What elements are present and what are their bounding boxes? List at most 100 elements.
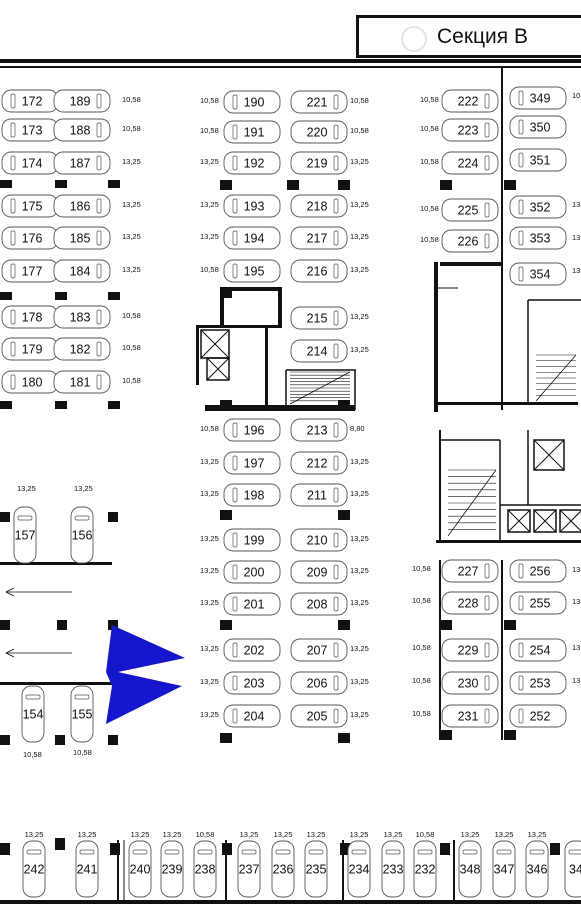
car-outline [525,840,549,898]
car-outline [509,115,567,139]
windshield [484,122,490,138]
parking-slot-175: 175 [1,194,59,218]
slot-number: 172 [22,95,43,109]
column [55,180,67,188]
parking-slot-214: 214 [290,339,348,363]
slot-area-label: 13,25 [350,489,369,498]
parking-slot-228: 228 [441,591,499,615]
windshield [308,849,324,855]
parking-slot-225: 225 [441,198,499,222]
slot-area-label: 13,25 [25,830,44,839]
car-outline [290,90,348,114]
parking-slot-230: 230 [441,671,499,695]
slot-number: 218 [307,200,328,214]
column [550,843,560,855]
slot-area-label: 13,25 [200,157,219,166]
slot-area-label: 10,58 [420,204,439,213]
bottom-wall [0,900,581,904]
column [108,620,118,630]
column [57,620,67,630]
car-outline [290,259,348,283]
elevator-icon [559,509,581,533]
car-outline [53,337,111,361]
slot-number: 184 [70,265,91,279]
parking-slot-195: 195 [223,259,281,283]
slot-area-label: 10,58 [122,124,141,133]
car-outline [509,559,567,583]
slot-number: 227 [458,565,479,579]
slot-number: 235 [306,863,327,877]
parking-slot-254: 254 [509,638,567,662]
windshield [232,487,238,503]
windshield [96,93,102,109]
parking-slot-176: 176 [1,226,59,250]
slot-number: 200 [244,566,265,580]
slot-number: 236 [273,863,294,877]
slot-area-label: 13,25 [495,830,514,839]
column [0,292,12,300]
column [108,512,118,522]
stairs-icon [535,354,577,402]
windshield [197,849,213,855]
slot-area-label: 10,58 [412,596,431,605]
column [220,620,232,630]
slot-number: 351 [530,154,551,168]
windshield [333,94,339,110]
parking-slot-352: 352 [509,195,567,219]
windshield [26,849,42,855]
area-labels-layer: 10,58 10,58 13,25 13,25 13,25 13,25 10,58 10,58… [17,91,581,839]
parking-slot-205: 205 [290,704,348,728]
elevator-icon [206,357,230,381]
parking-slot-172: 172 [1,89,59,113]
slot-area-label: 10,58 [122,343,141,352]
slot-number: 178 [22,311,43,325]
windshield [518,642,524,658]
slot-area-label: 10,58 [420,157,439,166]
windshield [484,675,490,691]
slot-number: 240 [130,863,151,877]
parking-slot-203: 203 [223,671,281,695]
slot-area-label: 13,25 [122,200,141,209]
car-outline [347,840,371,898]
car-outline [53,370,111,394]
core-wall [196,325,282,328]
slot-number: 226 [458,235,479,249]
slot-number: 222 [458,95,479,109]
car-outline [441,591,499,615]
parking-slot-182: 182 [53,337,111,361]
slot-number: 190 [244,96,265,110]
parking-slot-255: 255 [509,591,567,615]
windshield [462,849,478,855]
car-outline [160,840,184,898]
slot-number: 196 [244,424,265,438]
column [0,512,10,522]
parking-slot-222: 222 [441,89,499,113]
column [110,843,120,855]
car-outline [22,840,46,898]
windshield [417,849,433,855]
slot-area-label: 13,25 [350,457,369,466]
parking-slot-181: 181 [53,370,111,394]
windshield [96,155,102,171]
parking-slot-186: 186 [53,194,111,218]
car-outline [413,840,437,898]
slot-area-label: 10,58 [420,124,439,133]
slot-area-label: 13,25 [461,830,480,839]
car-outline [193,840,217,898]
parking-slot-350: 350 [509,115,567,139]
windshield [74,515,90,521]
car-outline [290,194,348,218]
windshield [333,422,339,438]
slot-number: 213 [307,424,328,438]
slot-area-label: 13,2 [572,233,581,242]
car-outline [21,685,45,743]
car-outline [564,840,581,898]
slot-number: 353 [530,232,551,246]
parking-slot-179: 179 [1,337,59,361]
column [440,843,450,855]
slot-number: 224 [458,157,479,171]
car-outline [75,840,99,898]
slot-area-label: 10,58 [350,96,369,105]
windshield [529,849,545,855]
slot-number: 199 [244,534,265,548]
